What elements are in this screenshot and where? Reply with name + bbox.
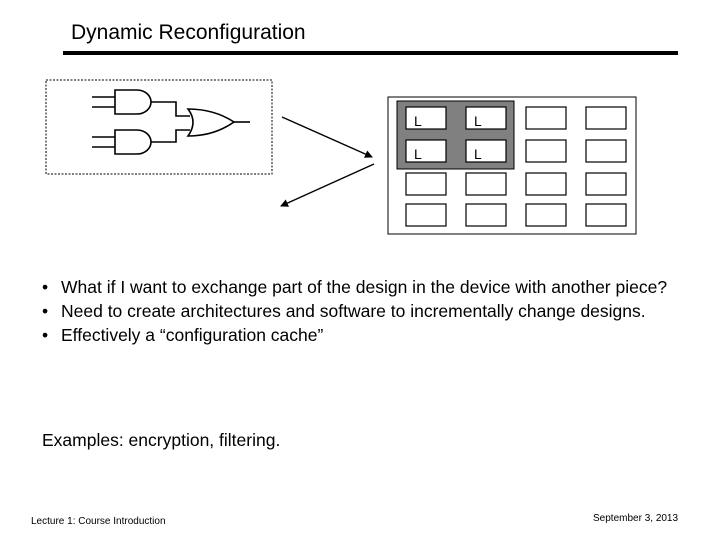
arrow-to-device: [281, 116, 373, 158]
footer-lecture: Lecture 1: Course Introduction: [31, 516, 166, 527]
title-underline: [63, 51, 678, 55]
bullet-text: Effectively a “configuration cache”: [61, 325, 324, 345]
logic-block: [465, 203, 507, 227]
arrow-from-device: [280, 163, 375, 207]
block-label: L: [414, 146, 422, 162]
bullet-marker: •: [42, 301, 49, 321]
and-gate-bottom: [92, 129, 190, 155]
logic-block: [525, 139, 567, 163]
logic-block: [525, 172, 567, 196]
footer-date: September 3, 2013: [593, 513, 679, 524]
or-gate: [186, 108, 250, 137]
logic-block: [525, 106, 567, 130]
logic-block: [585, 106, 627, 130]
block-label: L: [414, 113, 422, 129]
examples-text: Examples: encryption, filtering.: [42, 430, 281, 450]
fpga-device: L L L L: [387, 96, 637, 235]
slide-title: Dynamic Reconfiguration: [71, 21, 306, 44]
logic-block: [405, 106, 447, 130]
logic-block: [405, 139, 447, 163]
bullet-item: • Effectively a “configuration cache”: [42, 326, 682, 344]
logic-block: [465, 172, 507, 196]
bullet-marker: •: [42, 277, 49, 297]
logic-block: [405, 203, 447, 227]
bullet-item: • Need to create architectures and softw…: [42, 302, 682, 320]
logic-block: [585, 139, 627, 163]
bullet-text: Need to create architectures and softwar…: [61, 301, 646, 321]
bullet-marker: •: [42, 325, 49, 345]
logic-block: [585, 203, 627, 227]
block-label: L: [474, 113, 482, 129]
bullet-list: • What if I want to exchange part of the…: [42, 278, 682, 350]
logic-block: [465, 106, 507, 130]
circuit-design-box: [45, 79, 273, 175]
bullet-text: What if I want to exchange part of the d…: [61, 277, 668, 297]
block-label: L: [474, 146, 482, 162]
logic-block: [465, 139, 507, 163]
reconfiguration-diagram: L L L L: [45, 79, 637, 235]
logic-block: [585, 172, 627, 196]
logic-block: [405, 172, 447, 196]
logic-block: [525, 203, 567, 227]
bullet-item: • What if I want to exchange part of the…: [42, 278, 682, 296]
and-gate-top: [92, 89, 190, 117]
